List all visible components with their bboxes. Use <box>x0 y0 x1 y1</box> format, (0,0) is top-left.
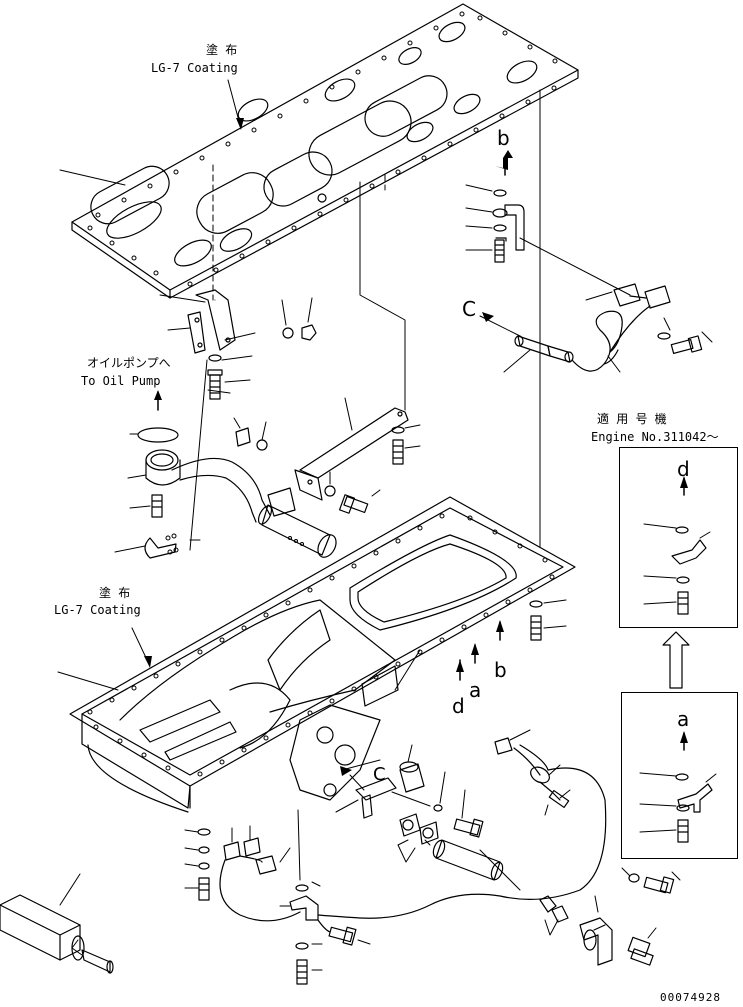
view-letter-d-box: d <box>677 457 690 481</box>
coating-bottom-en: LG-7 Coating <box>54 603 141 617</box>
oil-pan <box>69 496 576 813</box>
coating-bottom-jp: 塗 布 <box>99 586 131 600</box>
gasket-plate <box>71 3 579 299</box>
detail-box-d-content <box>643 476 711 615</box>
detail-box-a-content <box>639 731 717 843</box>
engine-applicable-en: Engine No.311042～ <box>591 430 719 444</box>
coating-top-en: LG-7 Coating <box>151 61 238 75</box>
suction-pipe <box>114 359 337 559</box>
view-letter-b-pan: b <box>494 658 507 682</box>
sensor-assembly <box>479 237 713 373</box>
lower-right-bracket <box>539 867 681 966</box>
left-bracket <box>159 289 317 400</box>
view-letter-c-pan: C <box>373 764 386 785</box>
coating-top-jp: 塗 布 <box>206 43 238 57</box>
lower-left-harness <box>184 809 371 985</box>
view-letter-d-pan: d <box>452 694 465 718</box>
support-bracket <box>294 397 421 514</box>
lower-hardware <box>317 729 607 919</box>
view-letter-b-top: b <box>497 126 510 150</box>
view-letter-c-top: C <box>462 297 476 321</box>
oil-pump-jp: オイルポンプへ <box>87 356 171 370</box>
bracket-group-b <box>465 150 525 263</box>
engine-applicable-jp: 適 用 号 機 <box>597 412 667 426</box>
dipstick-tube <box>0 873 114 974</box>
oil-pump-arrow <box>154 390 162 411</box>
pipe-clamp-hardware <box>233 417 268 451</box>
view-letter-a-box: a <box>677 707 690 731</box>
transition-arrow <box>662 631 690 689</box>
detail-box-a <box>621 692 738 859</box>
view-letter-a-pan: a <box>469 678 482 702</box>
oil-pump-en: To Oil Pump <box>81 374 161 388</box>
detail-box-d <box>619 447 738 628</box>
drawing-number: 00074928 <box>660 991 721 1004</box>
